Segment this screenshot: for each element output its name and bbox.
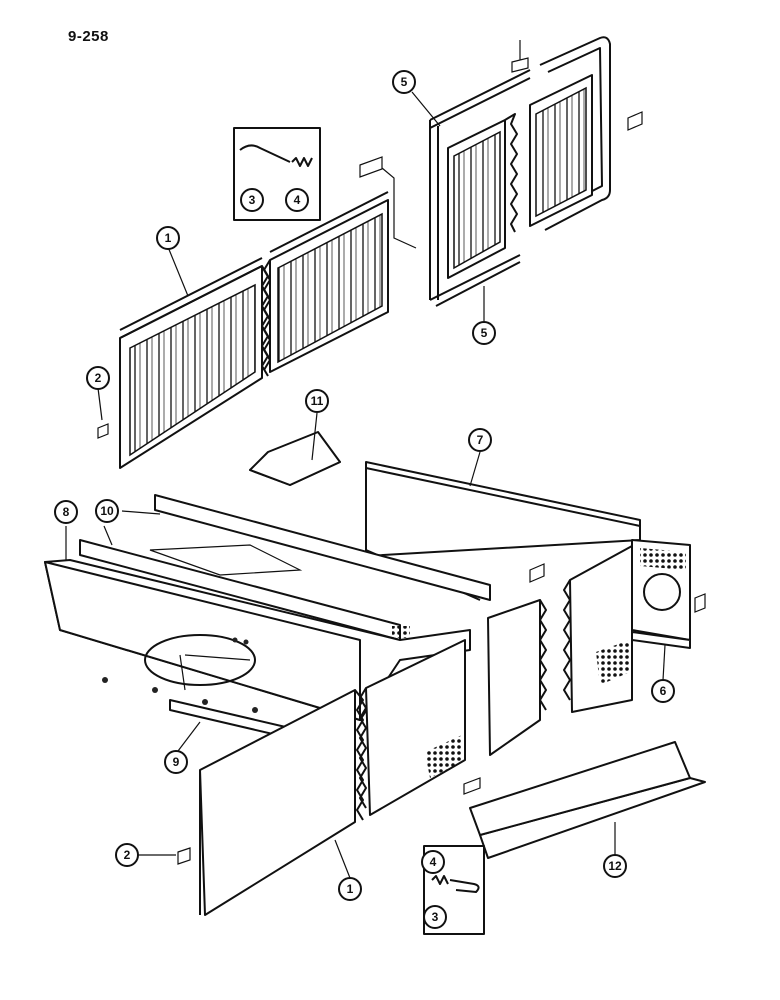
callout-label: 5: [481, 326, 488, 340]
front-lower-screen-panel: [199, 639, 466, 916]
callout-3-upper: 3: [240, 188, 264, 212]
callout-label: 10: [100, 504, 114, 518]
callout-label: 5: [401, 75, 408, 89]
callout-1-lower: 1: [338, 877, 362, 901]
upper-right-screen-frame: [359, 36, 643, 307]
callout-8: 8: [54, 500, 78, 524]
callout-label: 7: [477, 433, 484, 447]
callout-6: 6: [651, 679, 675, 703]
left-base-panel: [44, 559, 471, 739]
callout-11: 11: [305, 389, 329, 413]
callout-3-lower: 3: [423, 905, 447, 929]
callout-label: 2: [95, 371, 102, 385]
callout-4-lower: 4: [421, 850, 445, 874]
bottom-angle-strip: [469, 741, 706, 859]
callout-label: 3: [249, 193, 256, 207]
callout-label: 11: [311, 394, 324, 408]
callout-label: 12: [608, 859, 622, 873]
callout-1-upper: 1: [156, 226, 180, 250]
callout-2-upper: 2: [86, 366, 110, 390]
page-number: 9-258: [68, 28, 109, 45]
leader-lines: [65, 91, 666, 879]
callout-label: 6: [660, 684, 667, 698]
callout-label: 4: [294, 193, 301, 207]
callout-label: 1: [347, 882, 354, 896]
callout-label: 2: [124, 848, 131, 862]
callout-4-upper: 4: [285, 188, 309, 212]
right-side-screen-panels: [487, 539, 691, 756]
callout-2-lower: 2: [115, 843, 139, 867]
callout-5-upper: 5: [392, 70, 416, 94]
small-clips: [97, 423, 706, 865]
callout-label: 8: [63, 505, 70, 519]
callout-5-lower: 5: [472, 321, 496, 345]
callout-9: 9: [164, 750, 188, 774]
upper-left-screen-panel: [119, 191, 389, 469]
callout-label: 1: [165, 231, 172, 245]
callout-label: 3: [432, 910, 439, 924]
callout-12: 12: [603, 854, 627, 878]
shelf-bracket: [249, 431, 341, 486]
clip-spring-inset-upper: [233, 127, 321, 221]
callout-7: 7: [468, 428, 492, 452]
callout-10: 10: [95, 499, 119, 523]
clip-spring-inset-lower: [423, 845, 485, 935]
callout-label: 4: [430, 855, 437, 869]
callout-label: 9: [173, 755, 180, 769]
